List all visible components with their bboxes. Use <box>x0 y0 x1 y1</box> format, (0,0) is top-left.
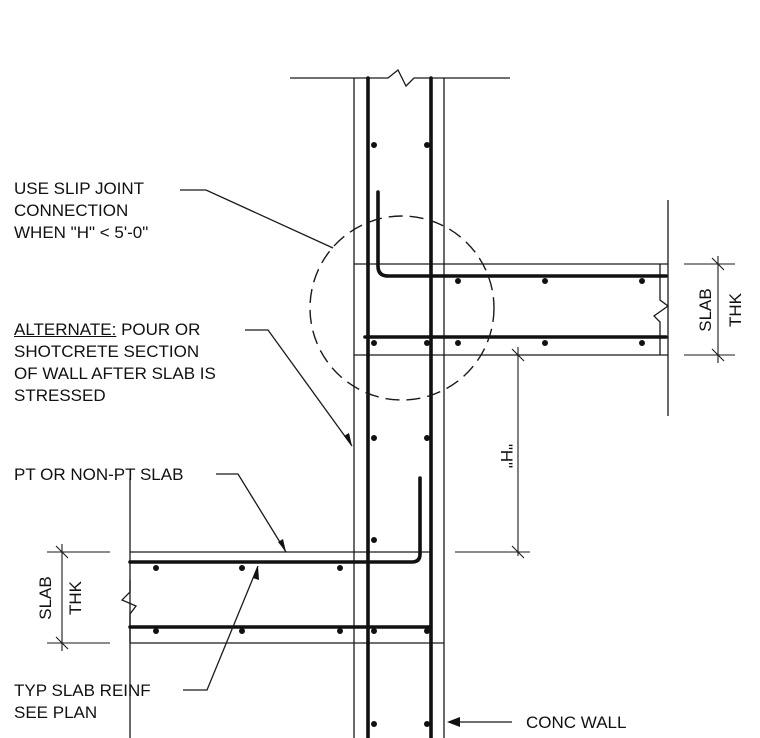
alternate-line-3: OF WALL AFTER SLAB IS <box>14 364 216 383</box>
upper-slab <box>354 200 670 416</box>
alternate-note: ALTERNATE: POUR OR SHOTCRETE SECTION OF … <box>14 319 216 407</box>
alternate-line-4: STRESSED <box>14 386 106 405</box>
lower-slab <box>120 478 444 738</box>
pt-slab-label: PT OR NON-PT SLAB <box>14 465 184 484</box>
wall-vertical-reinforcement <box>366 76 433 738</box>
alternate-heading-rest: POUR OR <box>116 320 201 339</box>
lower-slab-label: SLAB <box>36 576 55 620</box>
leader-lines <box>180 189 512 727</box>
h-dimension <box>455 347 530 559</box>
slip-joint-line-2: CONNECTION <box>14 201 129 220</box>
slip-joint-note: USE SLIP JOINT CONNECTION WHEN "H" < 5'-… <box>14 178 148 244</box>
upper-slab-label: SLAB <box>696 288 715 332</box>
concrete-wall <box>290 68 510 738</box>
lower-slab-thk-dimension <box>47 544 110 651</box>
typ-slab-reinf-note: TYP SLAB REINF SEE PLAN <box>14 680 151 724</box>
slip-joint-detail-circle <box>309 215 495 401</box>
typ-reinf-line-2: SEE PLAN <box>14 703 98 722</box>
alternate-line-1: ALTERNATE: POUR OR <box>14 319 216 341</box>
upper-slab-reinforcement <box>363 190 668 339</box>
alternate-line-2: SHOTCRETE SECTION <box>14 342 200 361</box>
typ-reinf-line-1: TYP SLAB REINF <box>14 681 151 700</box>
slip-joint-line-3: WHEN "H" < 5'-0" <box>14 223 149 242</box>
rebar-section-dots <box>153 142 645 727</box>
h-dimension-label: "H" <box>497 443 516 469</box>
upper-thk-label: THK <box>726 293 745 327</box>
conc-wall-label: CONC WALL <box>526 713 627 732</box>
slip-joint-line-1: USE SLIP JOINT <box>14 179 145 198</box>
lower-thk-label: THK <box>66 581 85 615</box>
alternate-heading: ALTERNATE: <box>14 320 117 339</box>
upper-slab-thk-dimension <box>684 256 735 363</box>
lower-slab-reinforcement <box>128 476 432 629</box>
